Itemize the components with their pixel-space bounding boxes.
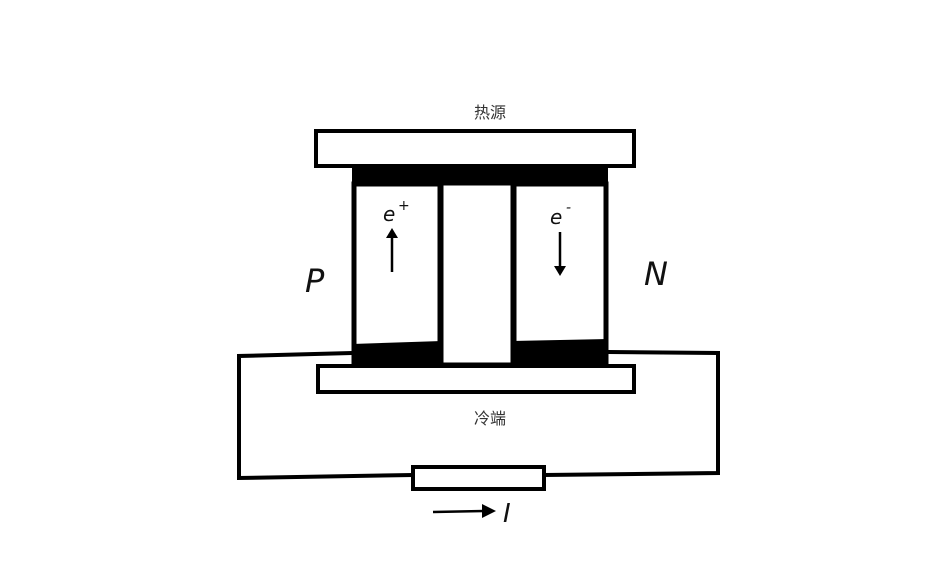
cold-end-label: 冷端 (474, 409, 506, 428)
p-leg (351, 181, 443, 367)
electron-sup: - (566, 200, 571, 216)
current-label: I (503, 499, 511, 529)
middle-gap (440, 182, 514, 366)
p-type-label: P (305, 262, 325, 300)
current-arrow-right-icon (432, 504, 496, 518)
cold-plate (316, 364, 636, 394)
hole-arrow-up-icon (386, 228, 398, 272)
load-resistor (411, 465, 546, 491)
electron-arrow-down-icon (554, 232, 566, 276)
n-bottom-conductor (512, 339, 608, 366)
circuit-wire-left (237, 351, 414, 481)
hot-source-label: 热源 (474, 103, 506, 122)
circuit-wire-right (543, 350, 720, 477)
n-type-label: N (644, 255, 668, 293)
hole-label: e (383, 202, 395, 226)
p-bottom-conductor (352, 341, 442, 366)
hot-plate (314, 129, 636, 168)
electron-label: e (550, 205, 562, 229)
hole-sup: + (398, 198, 410, 214)
top-conductor (352, 166, 608, 186)
